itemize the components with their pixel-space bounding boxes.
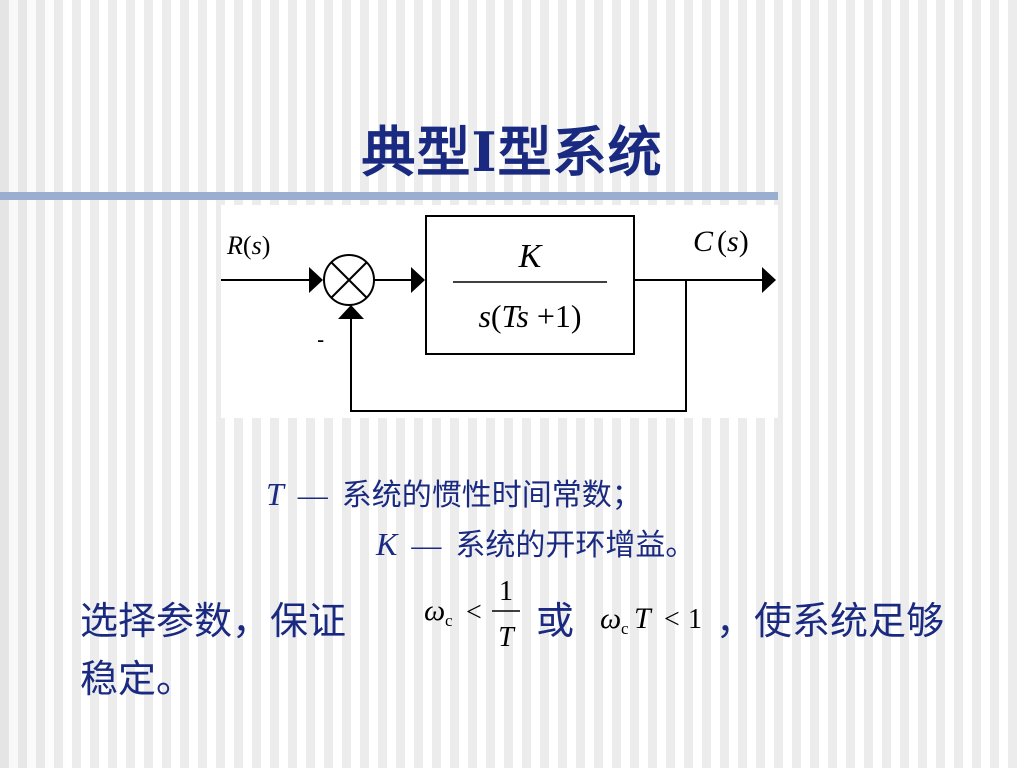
definition-symbol: K xyxy=(376,526,398,562)
svg-text:ω: ω xyxy=(424,594,445,627)
definition-text: 系统的开环增益。 xyxy=(455,528,696,563)
definition-T: T — 系统的惯性时间常数； xyxy=(266,470,642,514)
formula-omega-lt-inverse-T: ω c < 1 T xyxy=(424,576,520,653)
feedback-arrowhead xyxy=(338,305,364,319)
output-label: C(s) xyxy=(693,225,749,258)
definition-symbol: T xyxy=(266,476,284,512)
slide-background-shade xyxy=(0,0,70,768)
definition-text: 系统的惯性时间常数； xyxy=(341,478,642,513)
condition-line-two: 稳定。 xyxy=(80,657,195,701)
feedback-minus-sign: - xyxy=(317,327,324,352)
slide-title: 典型I型系统 xyxy=(361,120,663,184)
condition-lead-text: 选择参数，保证 xyxy=(80,599,347,643)
input-label: R(s) xyxy=(226,231,270,260)
output-arrowhead xyxy=(762,267,776,293)
definition-K: K — 系统的开环增益。 xyxy=(376,520,695,564)
svg-text:1: 1 xyxy=(688,604,702,635)
definition-dash: — xyxy=(297,479,328,512)
block-denominator: s(Ts+1) xyxy=(478,298,581,334)
condition-or-word: 或 xyxy=(536,599,575,643)
svg-text:T: T xyxy=(498,622,516,653)
svg-text:c: c xyxy=(621,619,629,638)
title-underline-rule xyxy=(0,192,778,200)
block-numerator: K xyxy=(518,238,544,275)
svg-text:1: 1 xyxy=(499,576,513,607)
formula-omega-T-lt-one: ω c T < 1 xyxy=(600,602,702,638)
svg-text:<: < xyxy=(466,597,482,628)
transfer-function-block xyxy=(425,215,635,355)
svg-text:c: c xyxy=(445,611,453,630)
feedback-path xyxy=(350,280,687,412)
svg-text:T: T xyxy=(634,602,653,635)
condition-tail-text: ，使系统足够 xyxy=(716,599,945,643)
definition-dash: — xyxy=(411,529,442,562)
block-input-arrowhead xyxy=(411,267,425,293)
svg-text:ω: ω xyxy=(600,602,621,635)
block-diagram: R(s) C(s) - K s(Ts+1) xyxy=(221,205,778,418)
svg-text:<: < xyxy=(664,604,680,635)
summing-cross-b xyxy=(330,261,368,299)
input-arrowhead xyxy=(309,267,323,293)
